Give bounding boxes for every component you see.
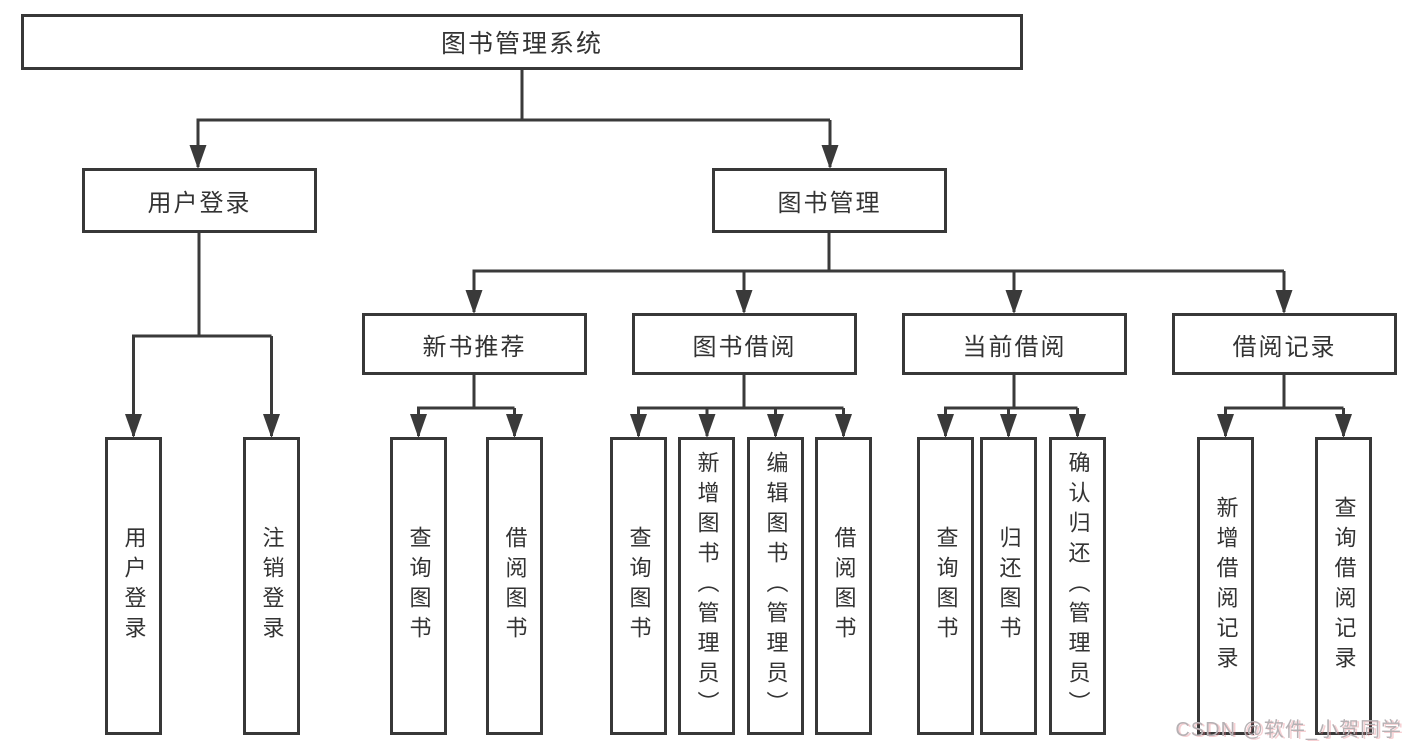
leaf-label: 查询借阅记录 bbox=[1331, 496, 1357, 676]
node-label: 用户登录 bbox=[147, 190, 252, 217]
leaf-current-query-books: 查询图书 bbox=[917, 437, 974, 735]
connector-book-management-branch bbox=[472, 233, 1286, 312]
leaf-label: 注销登录 bbox=[259, 526, 285, 646]
leaf-confirm-return-admin: 确认归还（管理员） bbox=[1049, 437, 1106, 735]
node-book-management: 图书管理 bbox=[712, 168, 947, 233]
connector-user-login-branch bbox=[132, 233, 273, 436]
leaf-recommend-query-books: 查询图书 bbox=[390, 437, 447, 735]
connector-current-borrow-branch bbox=[944, 375, 1079, 436]
node-borrow-records: 借阅记录 bbox=[1172, 313, 1397, 375]
leaf-add-borrow-record: 新增借阅记录 bbox=[1197, 437, 1254, 735]
leaf-label: 借阅图书 bbox=[831, 526, 857, 646]
leaf-add-book-admin: 新增图书（管理员） bbox=[678, 437, 735, 735]
node-label: 借阅记录 bbox=[1232, 333, 1337, 361]
connector-book-borrow-branch bbox=[637, 375, 845, 436]
leaf-label: 查询图书 bbox=[626, 526, 652, 646]
leaf-user-login: 用户登录 bbox=[105, 437, 162, 735]
leaf-logout-login: 注销登录 bbox=[243, 437, 300, 735]
leaf-label: 归还图书 bbox=[996, 526, 1022, 646]
leaf-label: 编辑图书（管理员） bbox=[763, 451, 789, 721]
leaf-return-book: 归还图书 bbox=[980, 437, 1037, 735]
leaf-label: 用户登录 bbox=[121, 526, 147, 646]
leaf-borrow-borrow-books: 借阅图书 bbox=[815, 437, 872, 735]
leaf-label: 借阅图书 bbox=[502, 526, 528, 646]
node-label: 图书管理系统 bbox=[440, 30, 603, 58]
connector-borrow-record-branch bbox=[1224, 375, 1345, 436]
node-user-login: 用户登录 bbox=[82, 168, 317, 233]
node-label: 图书借阅 bbox=[692, 333, 797, 361]
node-label: 新书推荐 bbox=[422, 333, 527, 361]
connector-root-to-level2 bbox=[196, 69, 832, 167]
node-label: 图书管理 bbox=[777, 190, 882, 217]
csdn-watermark: CSDN @软件_小贺同学 bbox=[1175, 719, 1402, 741]
leaf-label: 确认归还（管理员） bbox=[1065, 451, 1091, 721]
leaf-borrow-query-books: 查询图书 bbox=[610, 437, 667, 735]
node-current-borrow: 当前借阅 bbox=[902, 313, 1127, 375]
connector-new-book-branch bbox=[417, 375, 516, 436]
leaf-label: 新增图书（管理员） bbox=[694, 451, 720, 721]
node-root-library-system: 图书管理系统 bbox=[21, 14, 1023, 70]
node-label: 当前借阅 bbox=[962, 333, 1067, 361]
leaf-recommend-borrow-books: 借阅图书 bbox=[486, 437, 543, 735]
leaf-label: 新增借阅记录 bbox=[1213, 496, 1239, 676]
leaf-label: 查询图书 bbox=[406, 526, 432, 646]
leaf-edit-book-admin: 编辑图书（管理员） bbox=[747, 437, 804, 735]
leaf-label: 查询图书 bbox=[933, 526, 959, 646]
node-book-borrow: 图书借阅 bbox=[632, 313, 857, 375]
node-new-book-recommend: 新书推荐 bbox=[362, 313, 587, 375]
connector-paths bbox=[132, 69, 1345, 436]
leaf-query-borrow-record: 查询借阅记录 bbox=[1315, 437, 1372, 735]
